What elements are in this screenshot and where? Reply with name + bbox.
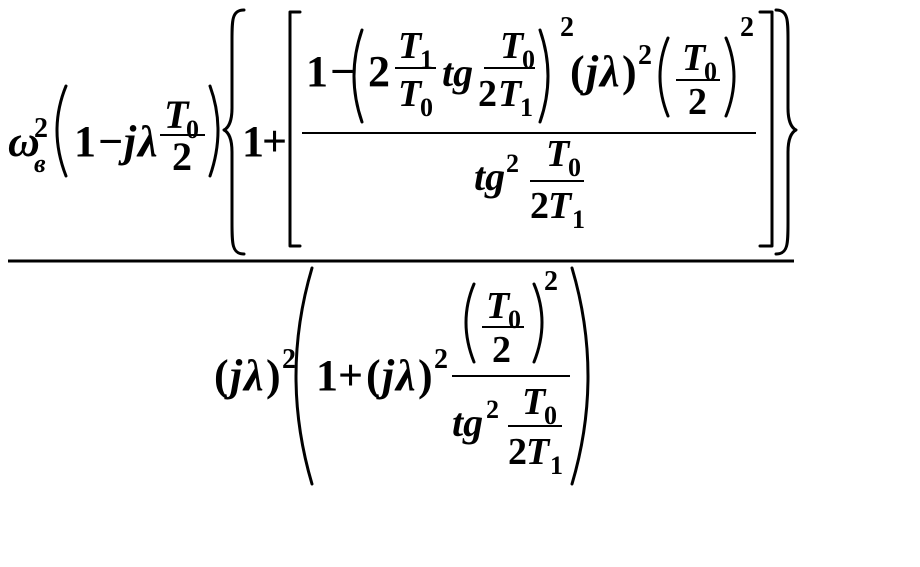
frac-g-den-sub1: 1 [550, 451, 563, 480]
frac-e-den-T: T [548, 185, 573, 227]
frac-c-num-sub0: 0 [522, 45, 535, 74]
frac-b-num-sub1: 1 [420, 45, 433, 74]
den-tg-sup2: 2 [486, 395, 499, 424]
paren-left-1 [55, 84, 68, 178]
den-sup2-c: 2 [544, 266, 558, 297]
den-open-b: ( [366, 351, 381, 400]
frac-c-den-T: T [498, 73, 523, 115]
omega-subscript: в [34, 149, 46, 178]
jl-open-a: ( [570, 47, 585, 96]
paren-left-4 [294, 266, 314, 486]
frac-g-den-T: T [526, 431, 551, 473]
frac-d-T: T [682, 37, 707, 79]
frac-f-T: T [486, 285, 511, 327]
inner-den-sup2: 2 [506, 149, 519, 178]
frac-e-num-sub0: 0 [568, 153, 581, 182]
paren-right-1 [208, 84, 220, 178]
frac-e-den-sub1: 1 [572, 205, 585, 234]
inner-one: 1 [306, 47, 328, 96]
den-lambda-a: λ [242, 351, 264, 400]
sup-2-b: 2 [638, 40, 652, 71]
num-lambda-a: λ [136, 117, 158, 166]
jl-lambda-a: λ [598, 47, 620, 96]
paren-right-5 [532, 282, 544, 364]
frac-g-den-2: 2 [508, 431, 527, 473]
frac-f-den: 2 [492, 329, 511, 371]
den-sup2-b: 2 [434, 344, 448, 375]
jl-close-a: ) [622, 47, 637, 96]
den-one: 1 [316, 351, 338, 400]
den-plus: + [338, 351, 363, 400]
sup-2-a: 2 [560, 12, 574, 43]
brace-left [222, 8, 246, 256]
frac-c-den-sub1: 1 [520, 93, 533, 122]
den-lambda-b: λ [394, 351, 416, 400]
bracket-right [758, 10, 774, 248]
paren-left-3 [658, 36, 670, 118]
sup-2-c: 2 [740, 12, 754, 43]
frac-d-sub0: 0 [704, 57, 717, 86]
frac-b-den-T: T [398, 73, 423, 115]
den-close-b: ) [418, 351, 433, 400]
den-close-a: ) [266, 351, 281, 400]
inner-den-tg: tg [474, 154, 505, 199]
inner-tg: tg [442, 50, 473, 95]
num-one-a: 1 [74, 117, 96, 166]
num-minus-a: − [98, 117, 123, 166]
omega-symbol: ω [8, 117, 40, 166]
brace-plus: + [262, 117, 287, 166]
bracket-left [288, 10, 302, 248]
paren-left-2 [352, 28, 364, 124]
frac-g-num-sub0: 0 [544, 401, 557, 430]
paren-right-2 [538, 28, 550, 124]
frac-e-den-2: 2 [530, 185, 549, 227]
frac-c-num-T: T [500, 25, 525, 67]
den-tg: tg [452, 400, 483, 445]
den-sup2-a: 2 [282, 344, 296, 375]
paren-right-3 [724, 36, 736, 118]
inner-two: 2 [368, 47, 390, 96]
paren-right-4 [570, 266, 590, 486]
frac-a-den: 2 [172, 134, 192, 179]
frac-a-sub0: 0 [186, 115, 199, 144]
paren-left-5 [464, 282, 476, 364]
brace-one: 1 [242, 117, 264, 166]
inner-minus: − [330, 47, 355, 96]
den-open-a: ( [214, 351, 229, 400]
brace-right [774, 8, 798, 256]
frac-d-den: 2 [688, 81, 707, 123]
frac-b-den-sub0: 0 [420, 93, 433, 122]
frac-e-num-T: T [546, 133, 571, 175]
frac-a-T: T [164, 92, 190, 137]
frac-b-num-T: T [398, 25, 423, 67]
omega-superscript: 2 [34, 113, 48, 144]
frac-g-num-T: T [522, 381, 547, 423]
frac-c-den-2: 2 [478, 73, 497, 115]
